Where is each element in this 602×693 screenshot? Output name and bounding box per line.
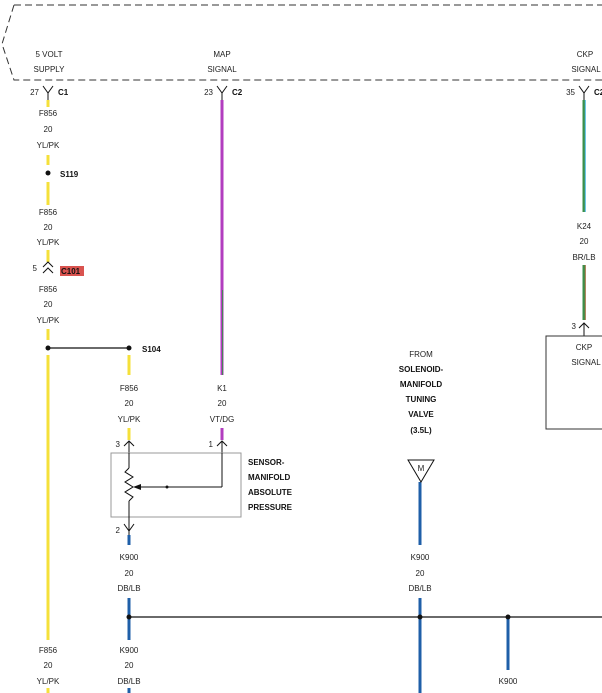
map-pin-1-number: 1: [209, 440, 214, 449]
c101-highlight: [60, 266, 84, 276]
connector-c1-pin: [42, 85, 54, 100]
five-volt-supply-label-2: SUPPLY: [34, 65, 66, 74]
splice-s119-dot: [45, 170, 51, 176]
f856-d-color: YL/PK: [118, 415, 141, 424]
k900-b-gauge: 20: [416, 569, 425, 578]
ckp-box-line-1: CKP: [576, 343, 592, 352]
c1-connector-label: C1: [58, 88, 69, 97]
k24-circuit: K24: [577, 222, 592, 231]
f856-c-gauge: 20: [44, 300, 53, 309]
k1-gauge: 20: [218, 399, 227, 408]
map-signal-label: MAP: [213, 50, 230, 59]
ckp-connector-label: C2: [594, 88, 602, 97]
k900-c-gauge: 20: [125, 661, 134, 670]
f856-a-circuit: F856: [39, 109, 58, 118]
c101-connector-label: C101: [61, 267, 81, 276]
five-volt-supply-label: 5 VOLT: [36, 50, 63, 59]
k1-circuit: K1: [217, 384, 227, 393]
f856-b-gauge: 20: [44, 223, 53, 232]
f856-e-color: YL/PK: [37, 677, 60, 686]
f856-c-color: YL/PK: [37, 316, 60, 325]
ckp-sensor-pin-3: [578, 322, 590, 336]
ckp-box-pin-number: 3: [572, 322, 577, 331]
f856-a-gauge: 20: [44, 125, 53, 134]
f856-d-circuit: F856: [120, 384, 139, 393]
f856-b-circuit: F856: [39, 208, 58, 217]
map-pin-2-number: 2: [116, 526, 121, 535]
splice-s104-dot: [126, 345, 132, 351]
ckp-signal-label-2: SIGNAL: [571, 65, 601, 74]
map-sensor-pin-3: [123, 440, 135, 453]
f856-b-color: YL/PK: [37, 238, 60, 247]
map-sensor-body: [110, 452, 242, 518]
component-m-symbol: M: [418, 464, 425, 473]
bus-splice-3: [505, 614, 511, 620]
splice-s104-label: S104: [142, 345, 161, 354]
k900-c-color: DB/LB: [117, 677, 140, 686]
f856-c-circuit: F856: [39, 285, 58, 294]
from-label-line-6: (3.5L): [410, 426, 432, 435]
c2-connector-label: C2: [232, 88, 243, 97]
k24-color: BR/LB: [572, 253, 595, 262]
map-pin-3-number: 3: [116, 440, 121, 449]
f856-a-color: YL/PK: [37, 141, 60, 150]
k900-a-color: DB/LB: [117, 584, 140, 593]
sensor-label-line-2: MANIFOLD: [248, 473, 290, 482]
k900-b-circuit: K900: [411, 553, 430, 562]
connector-c101: [42, 261, 54, 274]
c2-pin-number: 23: [204, 88, 213, 97]
map-signal-label-2: SIGNAL: [207, 65, 237, 74]
f856-d-gauge: 20: [125, 399, 134, 408]
k900-d-circuit: K900: [499, 677, 518, 686]
ckp-pin-number: 35: [566, 88, 575, 97]
wire-k24: [582, 100, 586, 320]
splice-s104-junction: [45, 345, 51, 351]
ckp-box-line-2: SIGNAL: [571, 358, 601, 367]
k24-gauge: 20: [580, 237, 589, 246]
from-label-line-3: MANIFOLD: [400, 380, 442, 389]
c1-pin-number: 27: [30, 88, 39, 97]
k1-color: VT/DG: [210, 415, 234, 424]
wire-k1: [220, 100, 224, 440]
k900-c-circuit: K900: [120, 646, 139, 655]
bus-splice-2: [417, 614, 423, 620]
k900-a-circuit: K900: [120, 553, 139, 562]
connector-ckp-pin: [578, 85, 590, 100]
sensor-label-line-3: ABSOLUTE: [248, 488, 293, 497]
k900-a-gauge: 20: [125, 569, 134, 578]
from-label-line-4: TUNING: [406, 395, 437, 404]
pcm-boundary: [1, 4, 602, 81]
bus-splice-1: [126, 614, 132, 620]
ckp-signal-label: CKP: [577, 50, 593, 59]
from-label-line-2: SOLENOID-: [399, 365, 444, 374]
sensor-label-line-1: SENSOR-: [248, 458, 285, 467]
from-label-line-1: FROM: [409, 350, 433, 359]
map-sensor-pin-1: [216, 440, 228, 453]
f856-e-circuit: F856: [39, 646, 58, 655]
sensor-label-line-4: PRESSURE: [248, 503, 293, 512]
f856-e-gauge: 20: [44, 661, 53, 670]
connector-c2-pin: [216, 85, 228, 100]
component-m-triangle-icon: M: [407, 459, 435, 483]
wire-k900: [127, 482, 602, 693]
map-sensor-pin-2: [123, 517, 135, 535]
ckp-sensor-box: [545, 335, 602, 430]
from-label-line-5: VALVE: [408, 410, 434, 419]
splice-s119-label: S119: [60, 170, 79, 179]
c101-pin-number: 5: [33, 264, 38, 273]
k900-b-color: DB/LB: [408, 584, 431, 593]
